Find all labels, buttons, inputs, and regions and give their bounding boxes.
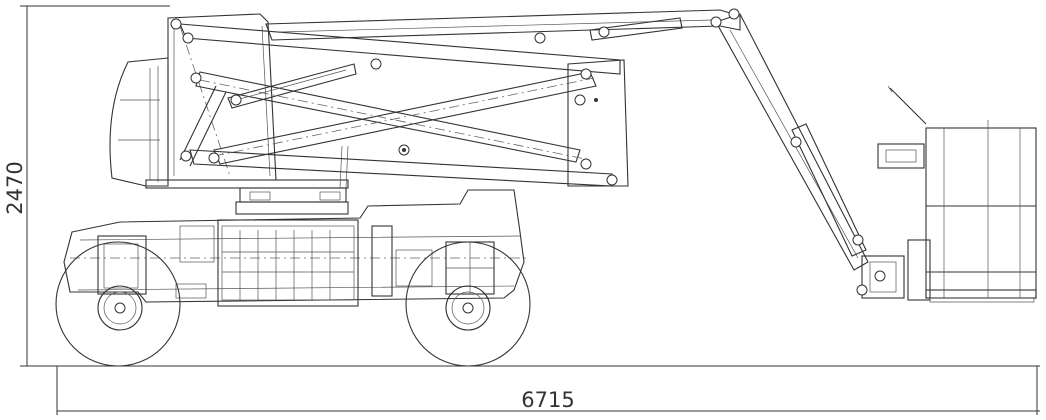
chassis bbox=[63, 189, 528, 307]
lower-boom bbox=[179, 23, 629, 187]
work-platform-basket bbox=[877, 85, 1037, 303]
height-dimension: 2470 bbox=[3, 5, 1040, 367]
platform-rotator bbox=[861, 239, 931, 301]
height-dimension-label: 2470 bbox=[3, 161, 27, 214]
front-wheel bbox=[405, 241, 531, 367]
upper-boom bbox=[265, 9, 869, 271]
counterweight bbox=[109, 57, 169, 187]
rear-wheel bbox=[55, 241, 181, 367]
length-dimension: 6715 bbox=[56, 366, 1040, 415]
pivot-pins bbox=[170, 8, 886, 296]
length-dimension-label: 6715 bbox=[521, 388, 574, 412]
